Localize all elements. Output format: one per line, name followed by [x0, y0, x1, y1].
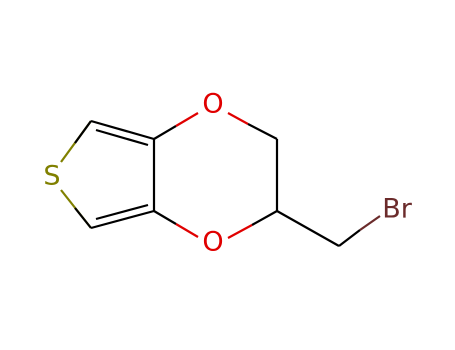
dioxane-ring	[153, 112, 279, 239]
atom-label-oxygen-bottom: O	[202, 227, 223, 258]
bond-s-c2-carbon-part	[74, 120, 92, 144]
atom-label-sulfur: S	[43, 161, 60, 192]
bond-ch-o2	[251, 210, 278, 226]
bond-ch-o2-oxygen-part	[227, 224, 253, 239]
atom-label-oxygen-top: O	[202, 89, 223, 120]
bond-c2-c3	[90, 119, 155, 141]
bond-ch2-br-bromine-part	[359, 215, 381, 231]
thiophene-ring	[60, 119, 156, 230]
bromomethyl-group	[276, 210, 381, 247]
bond-ch-ch2br	[276, 210, 340, 247]
bond-c5-c4	[90, 209, 155, 230]
bond-o2-c4	[175, 223, 199, 238]
bond-c3-o1	[153, 125, 177, 140]
bond-ch2-br	[338, 229, 361, 247]
bond-o1-ch2-carbon-part	[247, 123, 278, 140]
bond-c5-c4-double	[95, 203, 149, 221]
bond-o2-c4-carbon-part	[153, 210, 177, 225]
bond-s-c5-carbon-part	[74, 207, 92, 229]
atom-label-bromine: Br	[382, 194, 413, 225]
bond-c3-o1-oxygen-part	[175, 112, 199, 127]
bond-o1-ch2	[227, 112, 249, 125]
bond-c2-c3-double	[95, 128, 149, 147]
